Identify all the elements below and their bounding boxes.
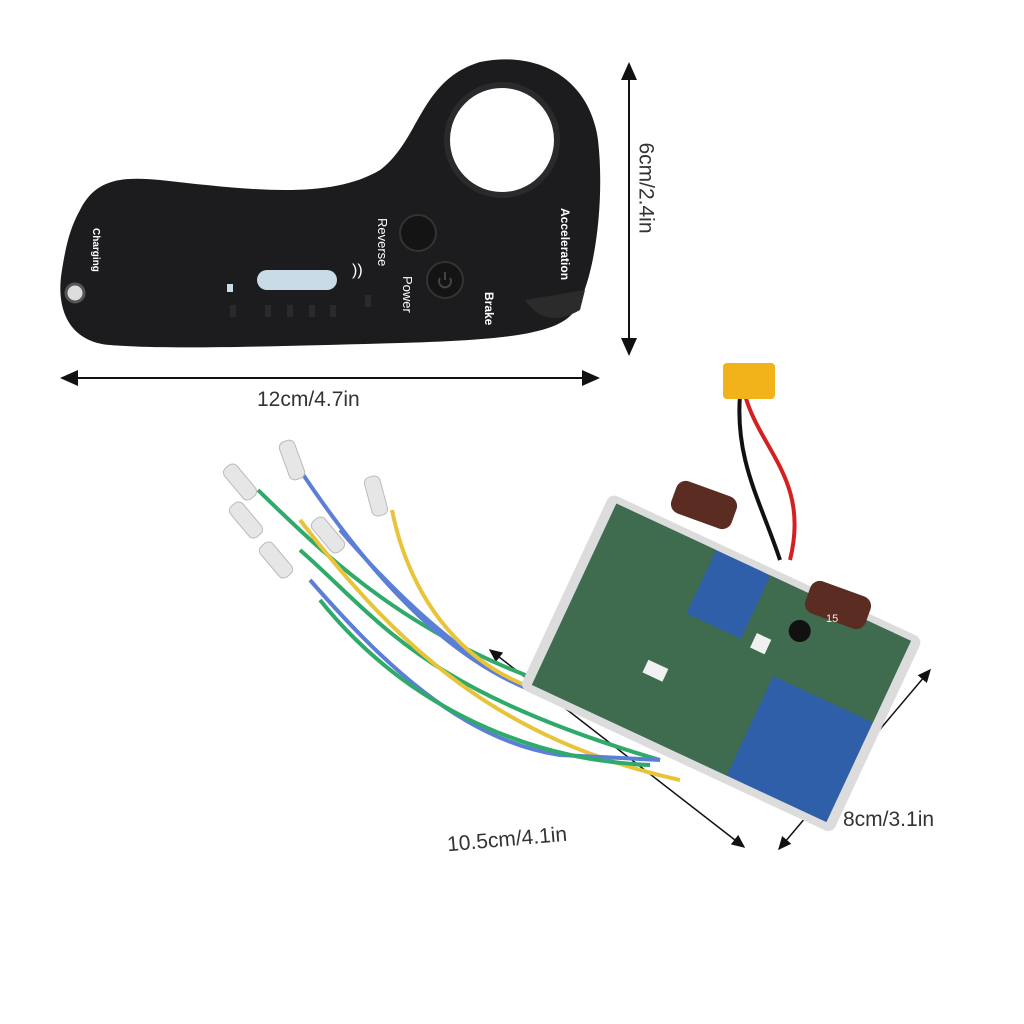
esc-board <box>522 495 921 832</box>
reverse-button[interactable] <box>399 214 437 252</box>
power-label: Power <box>400 276 415 314</box>
buzzer <box>788 619 811 642</box>
capacitor-label: 15 <box>826 613 838 625</box>
remote-height-label: 6cm/2.4in <box>634 142 658 234</box>
charging-label: Charging <box>90 228 101 272</box>
battery-led-icon <box>227 284 233 292</box>
xt60-connector <box>723 363 797 561</box>
battery-level-leds <box>230 295 371 317</box>
trigger <box>525 290 585 318</box>
power-icon <box>438 272 452 289</box>
skateboard-icon <box>257 270 337 290</box>
capacitors: 15 <box>670 480 872 630</box>
charging-port <box>64 282 86 304</box>
acceleration-label: Acceleration <box>558 208 572 280</box>
thumb-wheel-opening <box>444 82 560 198</box>
reverse-label: Reverse <box>375 218 390 266</box>
board-width-label: 8cm/3.1in <box>843 808 935 831</box>
signal-icon: )) <box>352 262 363 279</box>
remote-length-label: 12cm/4.7in <box>257 388 360 411</box>
brake-label: Brake <box>482 292 496 326</box>
remote-controller: )) Charging Reverse Power Acceleration B… <box>60 59 601 348</box>
bullet-connectors <box>222 439 389 579</box>
